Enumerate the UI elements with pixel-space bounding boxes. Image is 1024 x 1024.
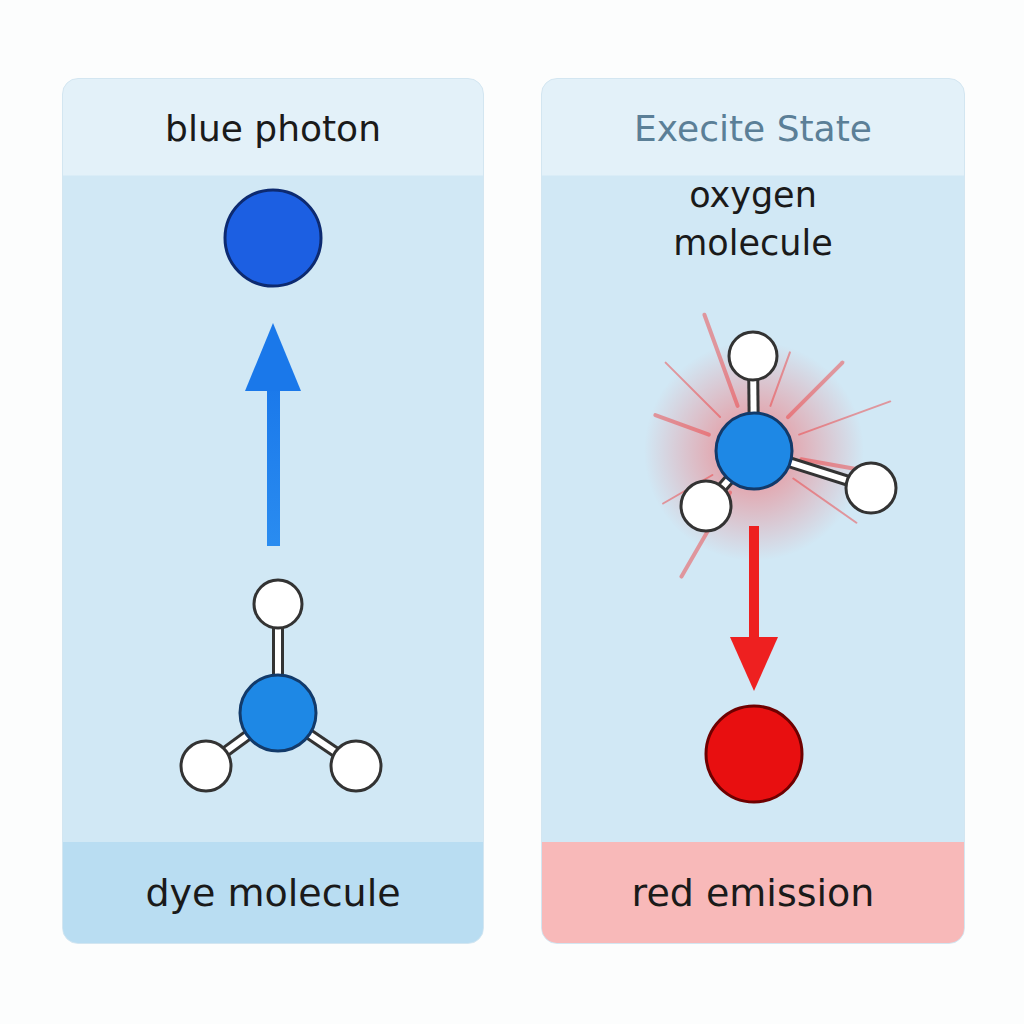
panel-box: Execite State oxygen molecule red emission [541,78,965,944]
band-label: red emission [553,869,953,917]
panel-box: blue photon dye molecule [62,78,484,944]
down-arrow [730,526,778,691]
label-band: red emission [542,842,964,943]
oxygen-molecule-symbol [681,332,896,531]
panel-heading: blue photon [83,105,463,153]
dye-molecule-symbol [181,580,381,791]
label-band: dye molecule [63,842,483,943]
up-arrow [245,323,301,546]
part-label: oxygen molecule [638,171,868,267]
photon-absorption-illustration [63,79,484,944]
panel-heading: Execite State [563,105,943,153]
band-label: dye molecule [73,869,473,917]
glow-rays [655,315,890,577]
blue-photon-dot [225,190,321,286]
red-photon-dot [706,706,802,802]
